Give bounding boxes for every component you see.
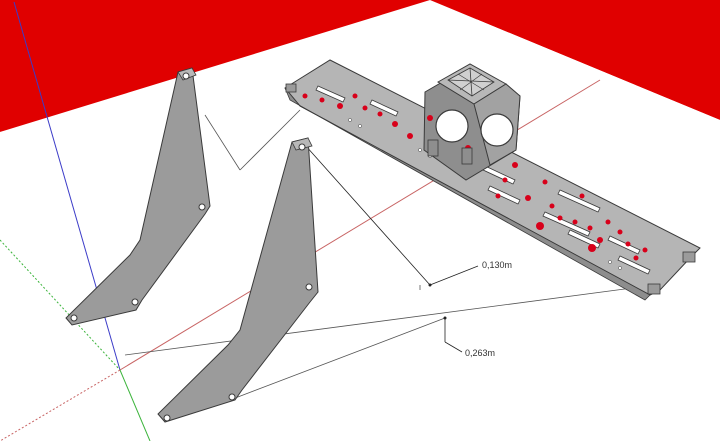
- guide-line: [204, 114, 241, 171]
- guide-line: [239, 109, 301, 171]
- dimension-label-horizontal[interactable]: 0,130m: [480, 259, 515, 271]
- right-bracket[interactable]: [157, 137, 319, 423]
- red-axis-dashed: [0, 369, 121, 441]
- dimension-point: [428, 283, 432, 287]
- dimension-leader-vertical: [444, 341, 463, 353]
- rail-plate[interactable]: [284, 59, 701, 301]
- dimension-leader-horizontal: [429, 265, 479, 286]
- rail-slots: [315, 85, 651, 275]
- dimension-label-vertical[interactable]: 0,263m: [463, 347, 498, 359]
- guide-line: [124, 284, 656, 356]
- rail-holes: [302, 93, 648, 261]
- dimension-line-horizontal: [304, 144, 431, 286]
- left-bracket[interactable]: [65, 67, 211, 326]
- background-wall: [0, 0, 720, 132]
- guide-line: [229, 317, 446, 401]
- green-axis-solid: [119, 369, 151, 441]
- green-axis: [0, 239, 121, 371]
- red-axis: [119, 79, 601, 371]
- motor-mount[interactable]: [423, 63, 521, 181]
- dimension-point: [443, 316, 447, 320]
